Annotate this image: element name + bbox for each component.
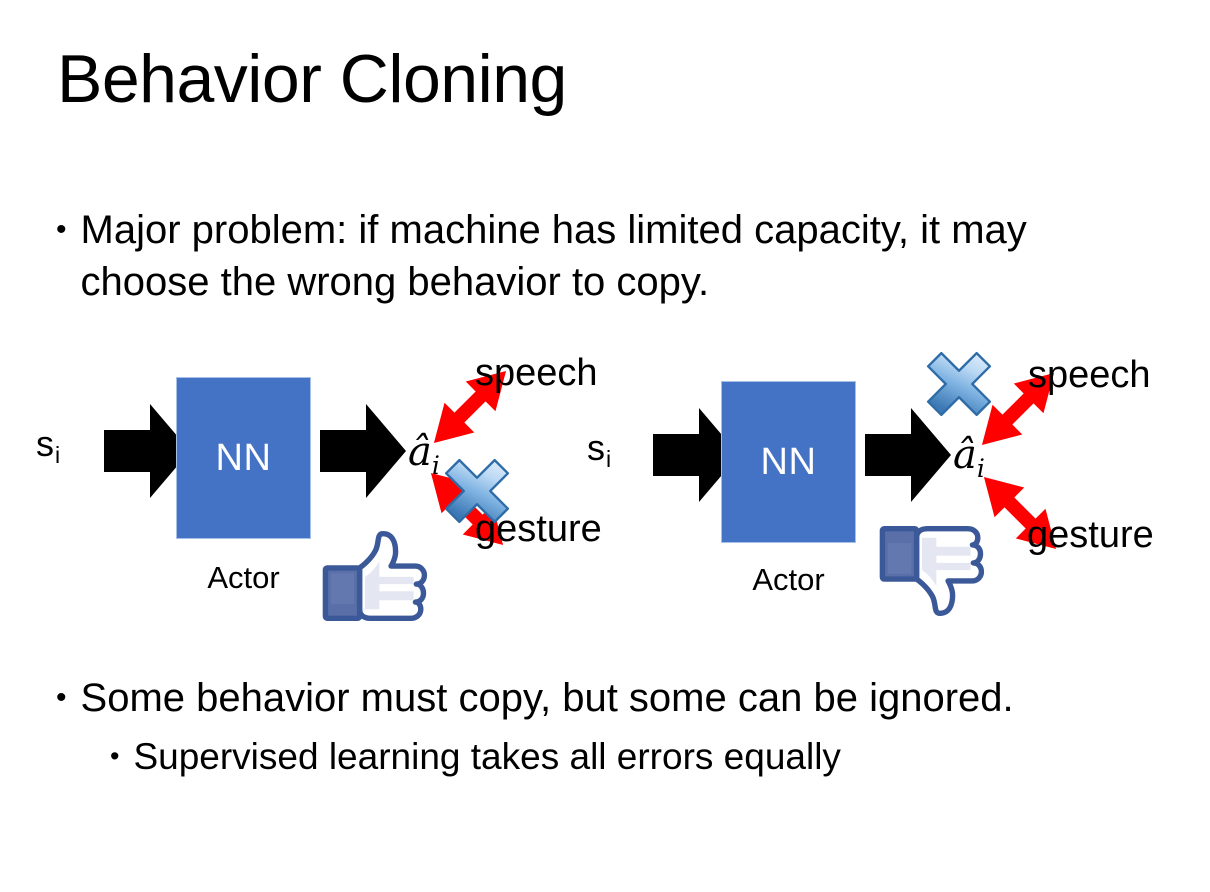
thumbs-down-icon-right — [877, 525, 985, 617]
nn-box-left: NN — [176, 377, 311, 539]
nn-box-label: NN — [760, 440, 817, 483]
bullet-item-supervised-learning: • Supervised learning takes all errors e… — [110, 733, 1150, 781]
bullet-text: Some behavior must copy, but some can be… — [80, 676, 1014, 720]
branch-label-speech-left: speech — [475, 352, 598, 394]
actor-caption-right: Actor — [752, 562, 825, 597]
input-state-label-left: si — [36, 423, 61, 468]
input-state-label-right: si — [587, 427, 612, 472]
nn-box-label: NN — [215, 436, 272, 479]
page-title: Behavior Cloning — [57, 41, 567, 117]
output-action-label-left: âi — [408, 429, 440, 480]
cross-out-icon-speech-right — [920, 345, 998, 423]
bullet-text: Supervised learning takes all errors equ… — [133, 736, 841, 777]
diagram-left-good-case: si NN Actor âi — [20, 340, 610, 630]
input-arrow-icon-left — [104, 402, 190, 500]
branch-label-speech-right: speech — [1028, 354, 1151, 396]
input-arrow-icon-right — [653, 406, 739, 504]
diagram-right-bad-case: si NN Actor âi — [565, 340, 1185, 630]
bullet-marker-icon: • — [110, 741, 120, 771]
actor-caption-left: Actor — [207, 560, 280, 595]
bullet-item-major-problem: • Major problem: if machine has limited … — [56, 204, 1116, 308]
thumbs-up-icon-left — [320, 530, 428, 622]
output-action-label-right: âi — [953, 432, 985, 483]
output-arrow-icon-right — [865, 406, 951, 504]
branch-arrow-speech-right — [963, 354, 1073, 464]
bullet-marker-icon: • — [56, 681, 67, 714]
bullet-item-some-behavior: • Some behavior must copy, but some can … — [56, 672, 1156, 724]
bullet-text: Major problem: if machine has limited ca… — [80, 208, 1027, 304]
output-arrow-icon-left — [320, 402, 406, 500]
branch-arrow-speech-left — [415, 352, 525, 462]
bullet-marker-icon: • — [56, 213, 67, 246]
branch-label-gesture-right: gesture — [1027, 514, 1154, 556]
cross-out-icon-gesture-left — [438, 452, 516, 530]
branch-arrow-gesture-right — [965, 458, 1075, 568]
nn-box-right: NN — [721, 381, 856, 543]
